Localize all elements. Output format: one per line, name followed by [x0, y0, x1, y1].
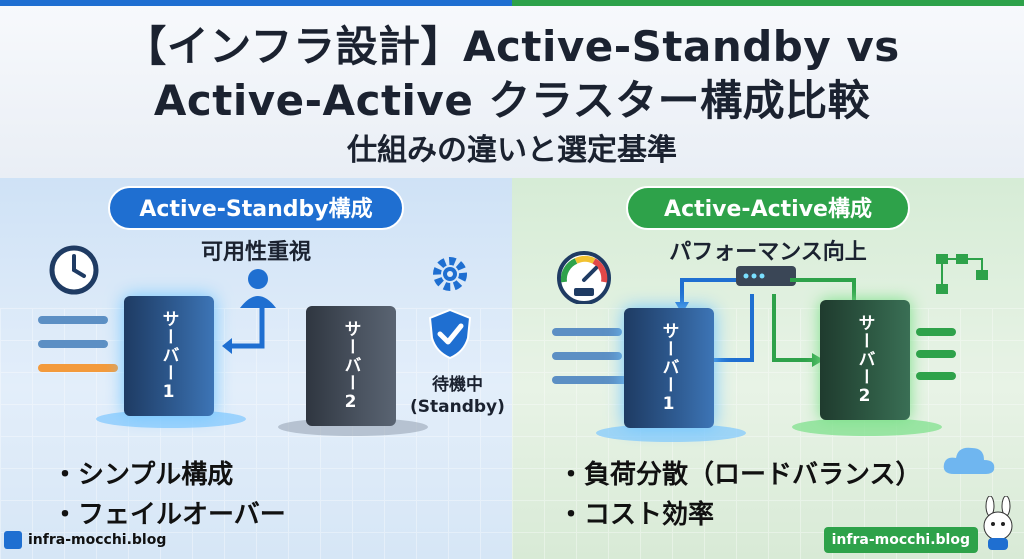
right-bullet-1: ・負荷分散（ロードバランス）: [558, 460, 922, 490]
clock-icon: [49, 245, 99, 295]
left-tagline: 可用性重視: [200, 240, 311, 265]
network-icon: [936, 254, 988, 294]
standby-status-en: (Standby): [410, 397, 505, 417]
active-active-badge: Active-Active構成: [626, 186, 910, 230]
brand-left: infra-mocchi.blog: [4, 527, 166, 553]
title-line-2: Active-Active クラスター構成比較: [153, 76, 871, 125]
server-2: サーバー2: [306, 306, 396, 426]
header: 【インフラ設計】Active-Standby vs Active-Active …: [0, 6, 1024, 178]
standby-status-ja: 待機中: [431, 375, 483, 395]
blog-logo-icon: [4, 531, 22, 549]
floor-grid: [0, 308, 512, 559]
server-1: サーバー1: [124, 296, 214, 416]
failover-arrow-icon: [222, 308, 265, 354]
server-2-label: サーバー2: [854, 313, 875, 407]
top-color-bar: [0, 0, 1024, 6]
right-tagline: パフォーマンス向上: [669, 240, 867, 265]
speedometer-icon: [557, 251, 611, 304]
server-1-label: サーバー1: [158, 309, 179, 403]
right-bullet-2: ・コスト効率: [558, 500, 715, 530]
brand-left-text: infra-mocchi.blog: [28, 532, 167, 548]
subtitle: 仕組みの違いと選定基準: [347, 133, 677, 168]
distribution-arrows: [675, 278, 861, 367]
mascot-icon: [983, 496, 1013, 550]
active-active-panel: Active-Active構成 パフォーマンス向上: [512, 178, 1024, 559]
active-standby-panel: Active-Standby構成 可用性重視 サーバー1 サーバー2: [0, 178, 512, 559]
server-1: サーバー1: [624, 308, 714, 428]
server-2-label: サーバー2: [340, 319, 361, 413]
active-standby-badge: Active-Standby構成: [108, 186, 404, 230]
left-bullet-1: ・シンプル構成: [52, 460, 234, 490]
right-bullets: ・負荷分散（ロードバランス） ・コスト効率: [558, 455, 921, 535]
top-bar-green: [512, 0, 1024, 6]
standby-status: 待機中 (Standby): [410, 374, 505, 418]
gear-icon: [433, 257, 467, 291]
title-line-1: 【インフラ設計】Active-Standby vs: [124, 22, 900, 71]
top-bar-blue: [0, 0, 512, 6]
load-balancer-icon: [736, 266, 796, 286]
brand-right: infra-mocchi.blog: [823, 527, 978, 553]
user-icon: [240, 269, 276, 308]
server-2: サーバー2: [820, 300, 910, 420]
left-bullets: ・シンプル構成 ・フェイルオーバー: [52, 455, 286, 535]
cloud-icon: [943, 447, 995, 474]
left-bullet-2: ・フェイルオーバー: [52, 500, 286, 530]
server-1-label: サーバー1: [658, 321, 679, 415]
shield-check-icon: [428, 308, 472, 360]
server1-base: [596, 424, 746, 442]
server2-base: [792, 418, 942, 436]
